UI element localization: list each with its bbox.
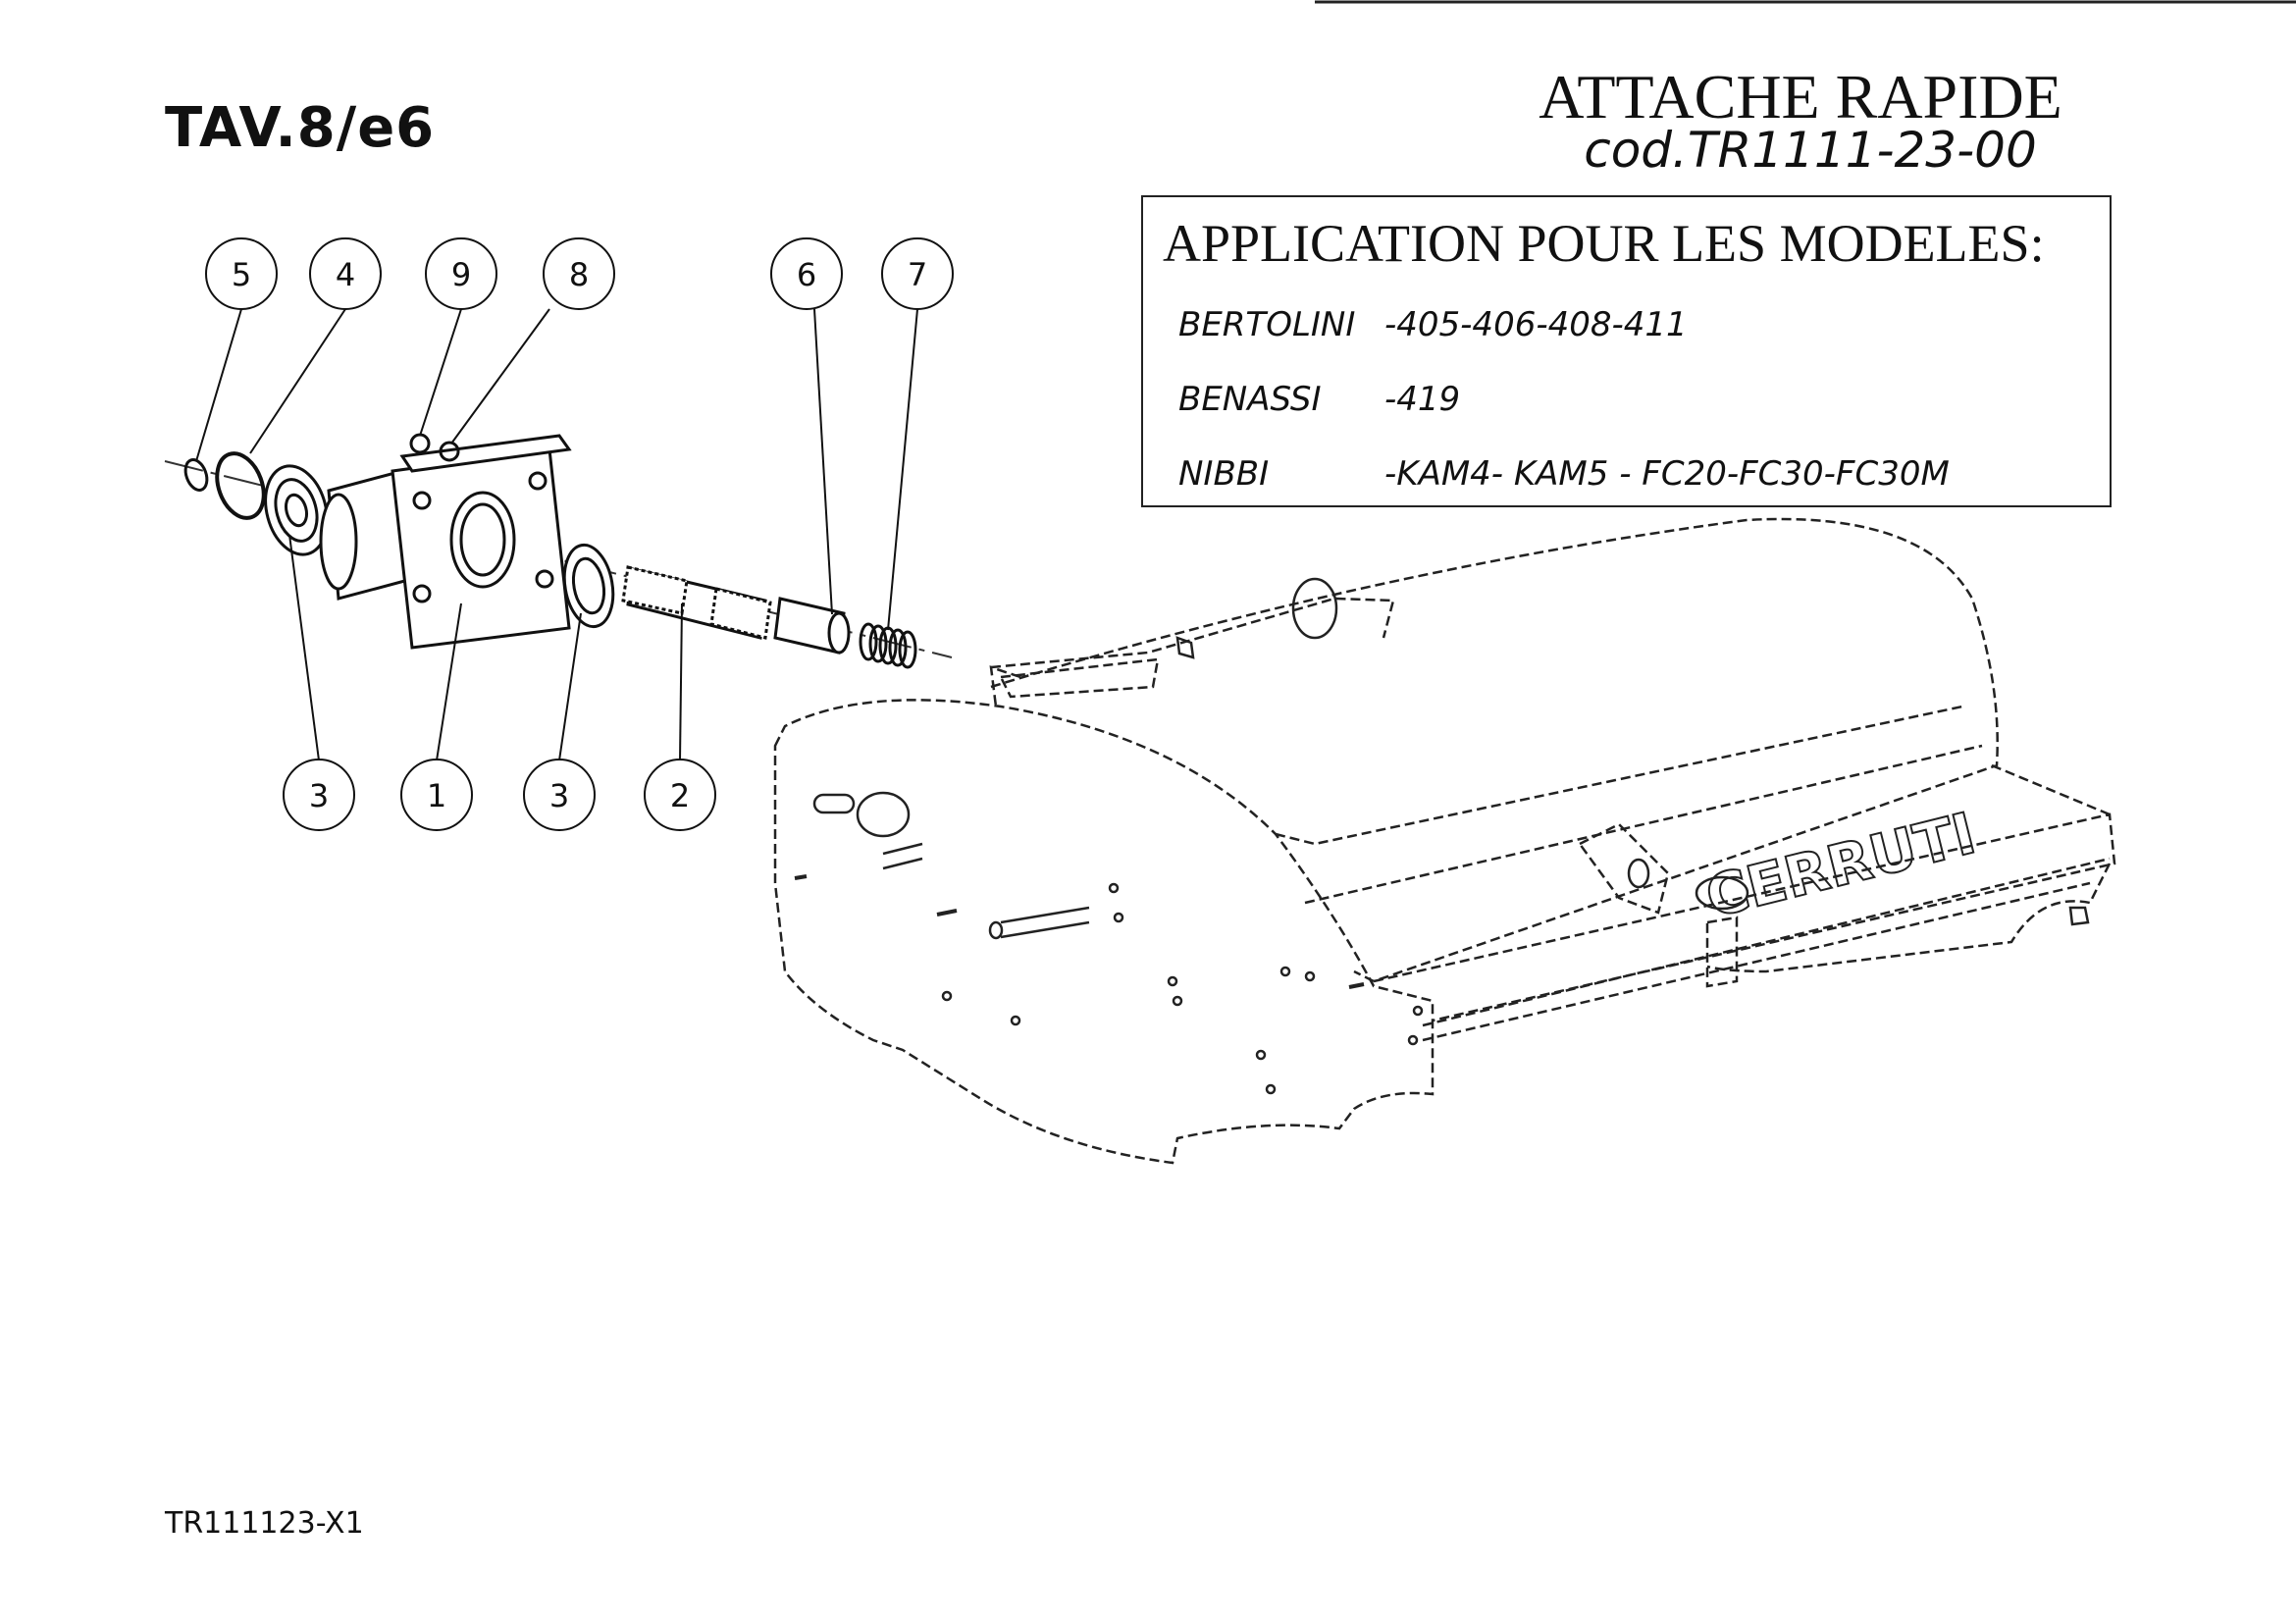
callout-2-label: 2 bbox=[670, 777, 690, 814]
callout-group: 5 4 9 8 6 7 3 1 3 2 bbox=[205, 237, 954, 831]
drawing-reference: TR111123-X1 bbox=[165, 1506, 364, 1541]
application-brand: BERTOLINI bbox=[1178, 305, 1356, 344]
callout-5-label: 5 bbox=[232, 256, 251, 293]
callout-6: 6 bbox=[770, 237, 843, 310]
callout-6-label: 6 bbox=[797, 256, 816, 293]
part-6-sleeve bbox=[773, 597, 851, 655]
part-7-spring bbox=[859, 622, 917, 669]
callout-4: 4 bbox=[309, 237, 382, 310]
part-2-splined-shaft bbox=[621, 565, 772, 640]
rotary-tiller-body bbox=[773, 517, 2116, 1165]
callout-9: 9 bbox=[425, 237, 497, 310]
application-brand: BENASSI bbox=[1178, 380, 1322, 419]
callout-3-left: 3 bbox=[283, 759, 355, 831]
drawing-title: ATTACHE RAPIDE bbox=[1539, 62, 2062, 131]
application-heading: APPLICATION POUR LES MODELES: bbox=[1163, 214, 2045, 273]
callout-8: 8 bbox=[543, 237, 615, 310]
part-3-bearing-right bbox=[562, 543, 615, 629]
callout-3-right: 3 bbox=[523, 759, 596, 831]
callout-5: 5 bbox=[205, 237, 278, 310]
part-8-washer bbox=[439, 441, 460, 462]
rear-bolt bbox=[2068, 906, 2090, 926]
part-3-bearing-left bbox=[264, 464, 329, 556]
part-5-circlip bbox=[183, 458, 209, 492]
application-row: NIBBI -KAM4- KAM5 - FC20-FC30-FC30M bbox=[1178, 454, 1950, 494]
pin-lower bbox=[1000, 906, 1090, 939]
application-row: BERTOLINI -405-406-408-411 bbox=[1178, 305, 1688, 344]
part-1-flange-housing bbox=[319, 434, 572, 650]
callout-3-right-label: 3 bbox=[549, 777, 569, 814]
frame-ring bbox=[1291, 577, 1338, 640]
application-models: -405-406-408-411 bbox=[1384, 305, 1688, 344]
machine-details bbox=[794, 577, 2090, 1095]
part-4-snap-ring bbox=[215, 451, 266, 520]
application-row: BENASSI -419 bbox=[1178, 380, 1460, 419]
bolt-head bbox=[1175, 636, 1195, 659]
callout-1: 1 bbox=[400, 759, 473, 831]
pin bbox=[882, 842, 923, 870]
callout-9-label: 9 bbox=[451, 256, 471, 293]
callout-7-label: 7 bbox=[908, 256, 927, 293]
callout-7: 7 bbox=[881, 237, 954, 310]
pin-end bbox=[988, 920, 1004, 940]
pto-opening bbox=[856, 791, 911, 838]
leader-lines bbox=[195, 308, 918, 761]
sheet-title: TAV.8/e6 bbox=[165, 96, 436, 160]
tube-end bbox=[1695, 875, 1749, 911]
callout-2: 2 bbox=[644, 759, 716, 831]
application-brand: NIBBI bbox=[1178, 454, 1270, 494]
slot bbox=[812, 793, 856, 814]
part-9-washer bbox=[409, 433, 431, 454]
application-box: APPLICATION POUR LES MODELES: BERTOLINI-… bbox=[1141, 195, 2112, 507]
application-models: -KAM4- KAM5 - FC20-FC30-FC30M bbox=[1384, 454, 1950, 494]
callout-3-left-label: 3 bbox=[309, 777, 329, 814]
callout-4-label: 4 bbox=[336, 256, 355, 293]
drawing-code: cod.TR1111-23-00 bbox=[1584, 122, 2037, 179]
application-models: -419 bbox=[1384, 380, 1461, 419]
callout-1-label: 1 bbox=[427, 777, 446, 814]
callout-8-label: 8 bbox=[569, 256, 589, 293]
bracket-hole bbox=[1627, 858, 1650, 889]
